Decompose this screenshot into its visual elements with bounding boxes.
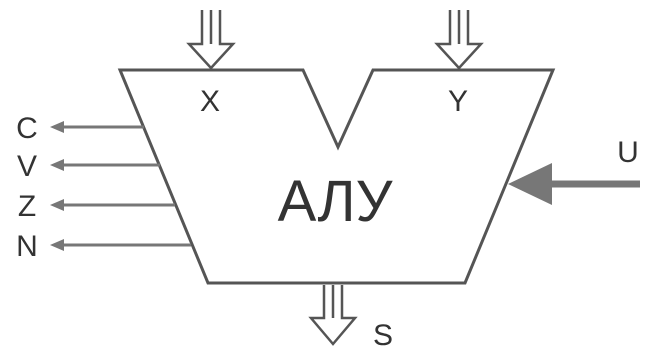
flag-v-arrow <box>50 159 160 171</box>
flag-z-label: Z <box>18 190 36 223</box>
flag-n-label: N <box>16 230 38 263</box>
alu-body <box>117 68 556 285</box>
u-control-arrow <box>508 163 640 205</box>
y-input-arrow <box>434 10 484 70</box>
alu-title: АЛУ <box>278 169 394 234</box>
s-output-label: S <box>373 319 393 352</box>
s-output-arrow <box>308 285 358 346</box>
flag-v-label: V <box>17 150 37 183</box>
flag-n-arrow <box>50 239 191 251</box>
x-input-arrow <box>186 10 236 70</box>
y-input-label: Y <box>448 85 468 118</box>
flag-c-arrow <box>50 121 144 133</box>
flag-c-label: C <box>16 112 38 145</box>
x-input-label: X <box>200 85 220 118</box>
u-control-label: U <box>617 136 639 169</box>
flag-z-arrow <box>50 199 175 211</box>
